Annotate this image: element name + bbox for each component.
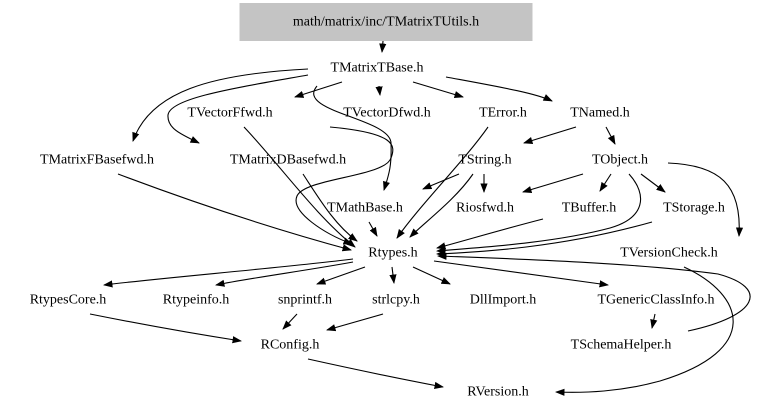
node-riosfwd[interactable]: Riosfwd.h (456, 201, 514, 216)
node-tmatrixdbasefwd[interactable]: TMatrixDBasefwd.h (230, 153, 346, 168)
edge-snprintf-to-rconfig (282, 313, 298, 330)
edge-rtypes-to-rtypescore (103, 258, 354, 288)
edge-tmatrixtbase-to-terror (412, 81, 464, 99)
node-tschemahelper[interactable]: TSchemaHelper.h (571, 338, 672, 353)
node-tbuffer[interactable]: TBuffer.h (562, 201, 617, 216)
node-tmatrixtbase[interactable]: TMatrixTBase.h (331, 61, 424, 76)
edges-layer (89, 40, 751, 396)
node-tmatrixfbasefwd[interactable]: TMatrixFBasefwd.h (40, 153, 154, 168)
edge-tmatrixtbase-to-tnamed (445, 76, 553, 102)
edge-strlcpy-to-rconfig (326, 313, 384, 332)
nodes-layer: math/matrix/inc/TMatrixTUtils.hTMatrixTB… (30, 3, 725, 400)
edge-tnamed-to-tstring (523, 126, 577, 144)
edge-tmathbase-to-rtypes (368, 221, 378, 237)
edge-rtypes-to-strlcpy (389, 266, 397, 284)
edge-tstring-to-rtypes (409, 173, 474, 238)
edge-tmatrixdbasefwd-to-rtypes (302, 173, 358, 242)
node-rtypescore[interactable]: RtypesCore.h (30, 293, 107, 308)
edge-rtypes-to-tgenericclassinfo (433, 260, 609, 288)
edge-rconfig-to-rversion (307, 358, 444, 389)
edge-tstring-to-tmathbase (422, 173, 460, 190)
node-tstorage[interactable]: TStorage.h (663, 201, 725, 216)
edge-tmatrixtbase-to-tmatrixfbasefwd (132, 68, 309, 142)
edge-tobject-to-rtypes (436, 173, 642, 254)
node-tstring[interactable]: TString.h (458, 153, 511, 168)
node-tmathbase[interactable]: TMathBase.h (327, 201, 403, 216)
edge-tschemahelper-to-rtypes (437, 252, 751, 332)
node-tversioncheck[interactable]: TVersionCheck.h (620, 246, 718, 261)
node-rconfig[interactable]: RConfig.h (261, 338, 320, 353)
edge-tobject-to-tstorage (640, 173, 666, 193)
edge-rtypes-to-dllimport (412, 266, 451, 285)
node-rtypeinfo[interactable]: Rtypeinfo.h (163, 293, 230, 308)
edge-tmatrixtutils-to-tmatrixtbase (379, 40, 387, 53)
edge-tmatrixtbase-to-tvectordfwd (375, 85, 383, 96)
node-rtypes[interactable]: Rtypes.h (368, 246, 417, 261)
edge-tmatrixfbasefwd-to-rtypes (117, 173, 352, 252)
edge-rtypes-to-snprintf (316, 266, 366, 285)
edge-tnamed-to-tobject (605, 126, 616, 145)
edge-tobject-to-tversioncheck (667, 162, 744, 237)
node-snprintf[interactable]: snprintf.h (278, 293, 332, 308)
edge-tobject-to-riosfwd (522, 173, 584, 194)
edge-terror-to-rtypes (396, 126, 489, 239)
node-rversion[interactable]: RVersion.h (467, 385, 529, 400)
node-dllimport[interactable]: DllImport.h (470, 293, 537, 308)
edge-tmatrixtbase-to-tmatrixdbasefwd (167, 74, 309, 144)
node-tnamed[interactable]: TNamed.h (570, 106, 629, 121)
node-tvectordfwd[interactable]: TVectorDfwd.h (343, 106, 430, 121)
node-tgenericclassinfo[interactable]: TGenericClassInfo.h (597, 293, 714, 308)
edge-tobject-to-tbuffer (599, 173, 612, 192)
edge-tvectordfwd-to-rtypes (295, 126, 394, 245)
node-tobject[interactable]: TObject.h (592, 153, 648, 168)
node-strlcpy[interactable]: strlcpy.h (372, 293, 420, 308)
edge-tstorage-to-rtypes (436, 221, 653, 258)
node-tvectorffwd[interactable]: TVectorFfwd.h (187, 106, 272, 121)
node-terror[interactable]: TError.h (479, 106, 527, 121)
edge-tversioncheck-to-rversion (555, 266, 734, 396)
node-tmatrixtutils[interactable]: math/matrix/inc/TMatrixTUtils.h (293, 15, 479, 30)
edge-rtypes-to-rtypeinfo (215, 261, 354, 287)
edge-tmatrixtbase-to-tmathbase (313, 85, 392, 191)
edge-tvectorffwd-to-rtypes (243, 126, 356, 248)
edge-tmatrixtbase-to-tvectorffwd (294, 81, 343, 98)
edge-rtypescore-to-rconfig (89, 313, 242, 344)
edge-tgenericclassinfo-to-tschemahelper (650, 313, 658, 329)
edge-tbuffer-to-rtypes (436, 218, 544, 250)
node-box-tmatrixtutils (239, 3, 533, 41)
